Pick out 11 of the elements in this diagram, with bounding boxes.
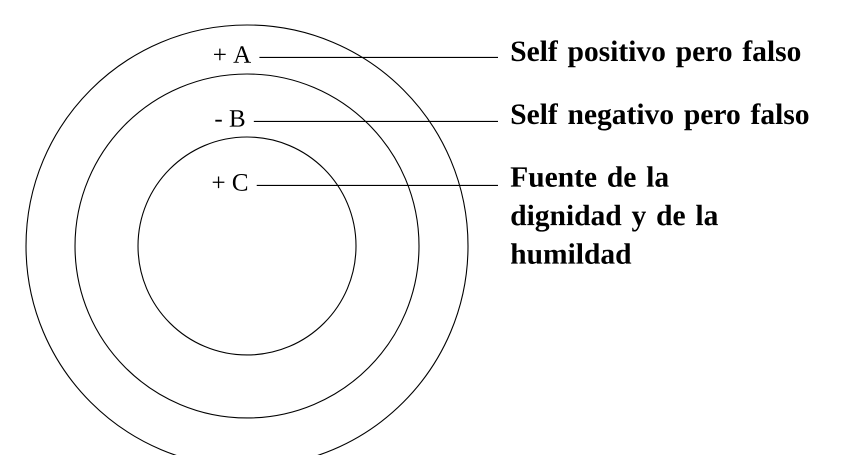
ring-label: + A xyxy=(214,46,252,63)
description-text: Self negativo pero falso xyxy=(512,103,808,130)
leader-line xyxy=(259,56,498,58)
description-text: Fuente de la dignidad y de la humildad xyxy=(510,166,718,264)
description-text: Self positivo pero falso xyxy=(512,40,800,68)
ring-label: - B xyxy=(215,110,244,127)
ring-circle xyxy=(74,73,420,419)
leader-line xyxy=(254,120,498,122)
leader-line xyxy=(256,184,498,186)
ring-circle xyxy=(137,136,357,356)
ring-label: + C xyxy=(212,174,248,191)
